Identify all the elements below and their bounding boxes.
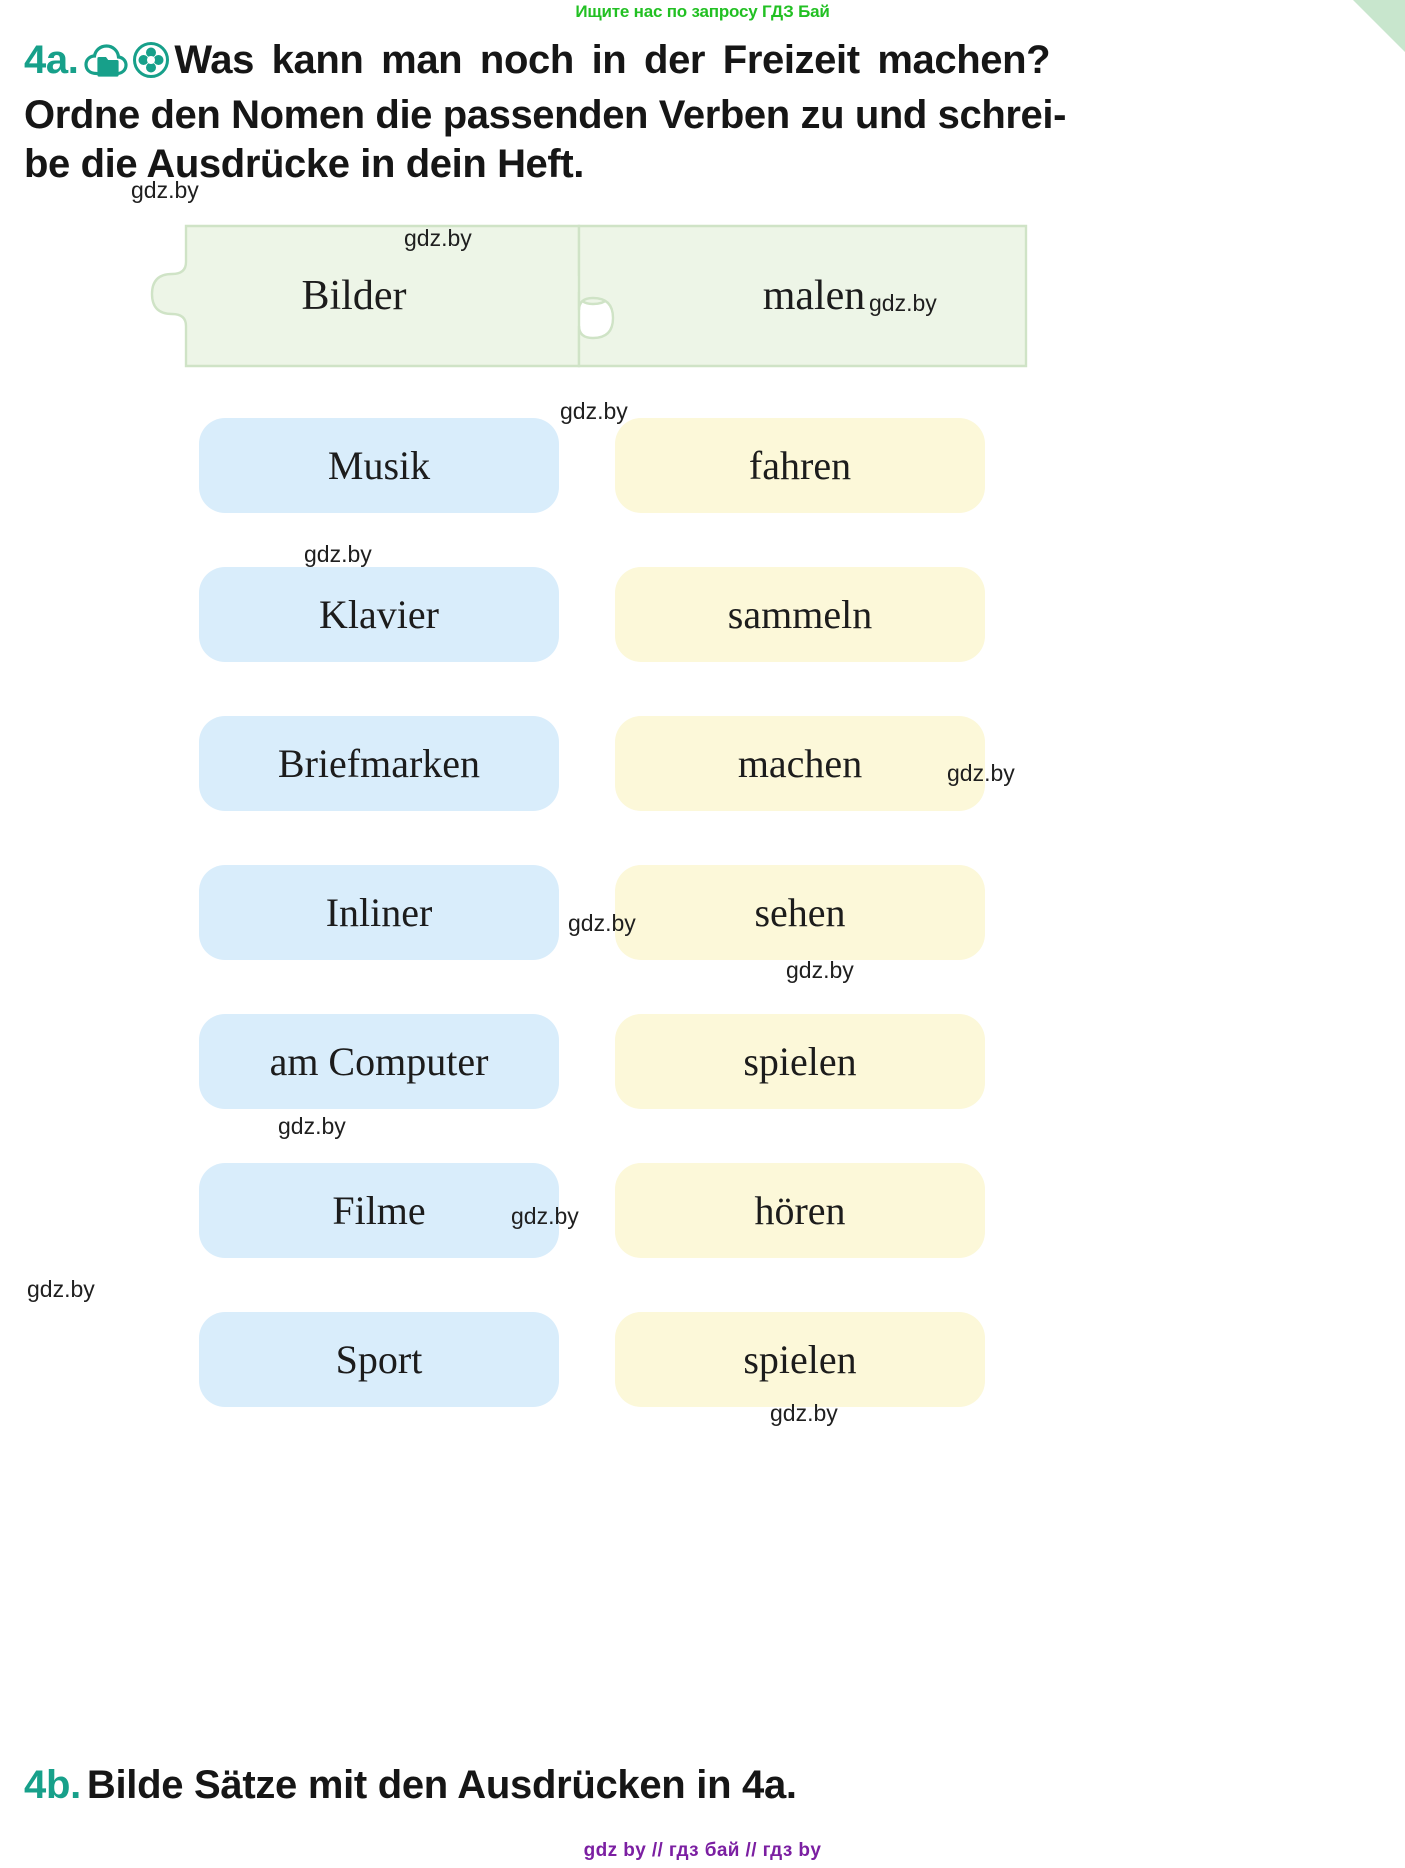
- puzzle-left-label: Bilder: [301, 273, 407, 319]
- cloud-folder-icon: [84, 42, 129, 91]
- word-pair-row: Inliner sehen: [0, 865, 1405, 1014]
- word-pair-row: am Computer spielen: [0, 1014, 1405, 1163]
- verb-pill[interactable]: sehen: [615, 865, 985, 960]
- puzzle-piece-right: [577, 224, 1028, 368]
- flower-circle-icon: [132, 41, 170, 91]
- task-4b-heading: 4b.Bilde Sätze mit den Ausdrücken in 4a.: [24, 1762, 1374, 1808]
- promo-banner: Ищите нас по запросу ГДЗ Бай: [575, 2, 830, 21]
- task-4b-number: 4b.: [24, 1763, 81, 1807]
- verb-pill[interactable]: spielen: [615, 1312, 985, 1407]
- noun-pill[interactable]: Musik: [199, 418, 559, 513]
- word-pair-row: Briefmarken machen: [0, 716, 1405, 865]
- noun-pill[interactable]: Sport: [199, 1312, 559, 1407]
- task-4a-line-1: 4a. Was kann man noch in der Freizeit ma…: [24, 36, 1374, 91]
- footer-watermark: gdz by // гдз бай // гдз by: [583, 1840, 822, 1861]
- puzzle-example: Bilder malen: [134, 220, 1034, 372]
- word-pair-row: Musik fahren: [0, 418, 1405, 567]
- puzzle-right-label: malen: [762, 273, 866, 319]
- noun-pill[interactable]: Klavier: [199, 567, 559, 662]
- word-pair-grid: Musik fahren Klavier sammeln Briefmarken…: [0, 418, 1405, 1461]
- task-4a-question: Was kann man noch in der Freizeit machen…: [174, 38, 1051, 82]
- verb-pill[interactable]: fahren: [615, 418, 985, 513]
- task-4a-line-2: Ordne den Nomen die passenden Verben zu …: [24, 93, 1067, 137]
- verb-pill[interactable]: machen: [615, 716, 985, 811]
- task-4a-heading: 4a. Was kann man noch in der Freizeit ma…: [24, 36, 1374, 189]
- task-4a-line-3: be die Ausdrücke in dein Heft.: [24, 142, 584, 186]
- noun-pill[interactable]: Filme: [199, 1163, 559, 1258]
- noun-pill[interactable]: Inliner: [199, 865, 559, 960]
- verb-pill[interactable]: hören: [615, 1163, 985, 1258]
- noun-pill[interactable]: Briefmarken: [199, 716, 559, 811]
- corner-triangle-decoration: [1353, 0, 1405, 52]
- task-4b-text: Bilde Sätze mit den Ausdrücken in 4a.: [86, 1763, 797, 1807]
- noun-pill[interactable]: am Computer: [199, 1014, 559, 1109]
- word-pair-row: Klavier sammeln: [0, 567, 1405, 716]
- task-4a-number: 4a.: [24, 38, 79, 82]
- verb-pill[interactable]: spielen: [615, 1014, 985, 1109]
- word-pair-row: Filme hören: [0, 1163, 1405, 1312]
- word-pair-row: Sport spielen: [0, 1312, 1405, 1461]
- verb-pill[interactable]: sammeln: [615, 567, 985, 662]
